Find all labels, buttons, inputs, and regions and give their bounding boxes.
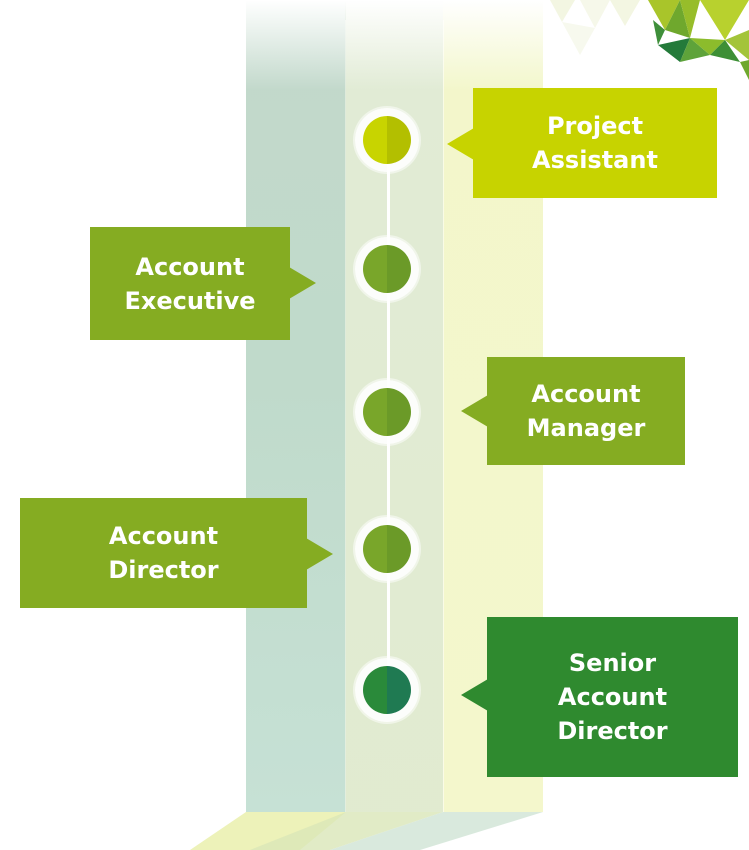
callout-line: Account — [531, 380, 641, 408]
node-half — [363, 388, 387, 436]
callout-line: Senior — [568, 649, 657, 677]
callout-account-manager: Account Manager — [461, 357, 685, 465]
timeline-node-4 — [355, 517, 419, 581]
ribbon-divider — [443, 20, 444, 812]
callout-pointer — [461, 395, 488, 427]
timeline-node-2 — [355, 237, 419, 301]
callout-senior-account-director: Senior Account Director — [461, 617, 738, 777]
callout-line: Account — [108, 522, 219, 550]
corner-decoration — [550, 0, 749, 80]
callout-line: Account — [135, 252, 245, 281]
callout-project-assistant: Project Assistant — [447, 88, 717, 198]
background-ribbon-left — [246, 0, 346, 812]
timeline-node-3 — [355, 380, 419, 444]
node-half — [363, 245, 387, 293]
callout-line: Executive — [124, 286, 256, 315]
node-half — [387, 666, 411, 714]
callout-line: Director — [108, 556, 219, 584]
node-half — [363, 666, 387, 714]
callout-line: Manager — [526, 414, 646, 442]
node-half — [387, 116, 411, 164]
node-half — [363, 525, 387, 573]
callout-pointer — [289, 267, 316, 299]
node-half — [387, 525, 411, 573]
node-half — [387, 245, 411, 293]
callout-line: Project — [546, 112, 644, 140]
callout-pointer — [447, 128, 474, 160]
callout-pointer — [306, 538, 333, 570]
timeline-node-5 — [355, 658, 419, 722]
node-half — [387, 388, 411, 436]
callout-line: Account — [557, 683, 668, 711]
callout-account-director: Account Director — [20, 498, 333, 608]
floor-perspective — [190, 812, 543, 850]
callout-account-executive: Account Executive — [90, 227, 316, 340]
callout-line: Director — [557, 717, 668, 745]
ribbon-divider — [345, 20, 346, 812]
callout-pointer — [461, 679, 488, 711]
timeline-node-1 — [355, 108, 419, 172]
callout-line: Assistant — [532, 146, 658, 174]
node-half — [363, 116, 387, 164]
